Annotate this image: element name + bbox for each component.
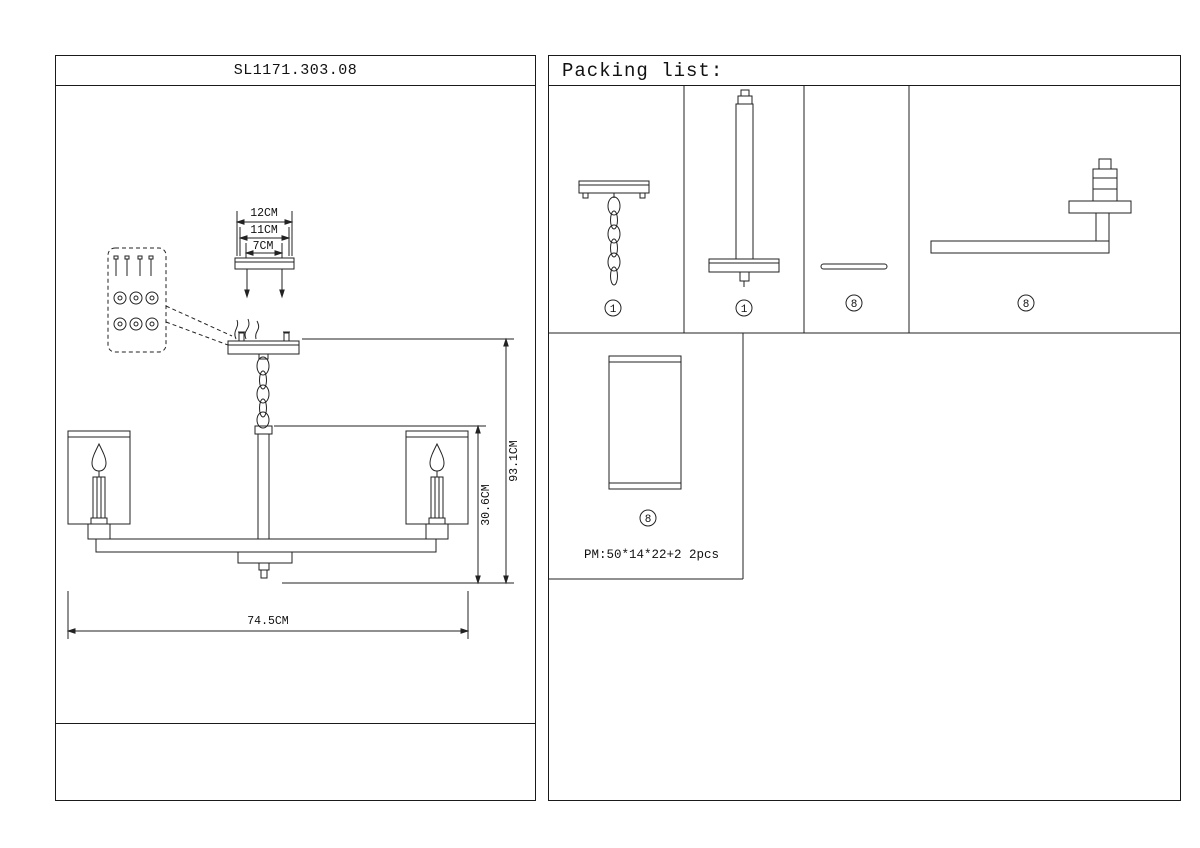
packing-qty-note: 2pcs bbox=[689, 548, 719, 562]
leader-lines bbox=[165, 305, 233, 346]
part-rod-canopy-drawing bbox=[708, 89, 780, 287]
part-4-label: 8 bbox=[1017, 294, 1035, 312]
part-1-label: 1 bbox=[604, 299, 622, 317]
dim-label-total-height: 93.1CM bbox=[508, 440, 521, 482]
left-lamp-drawing bbox=[67, 430, 131, 540]
packing-box-note: PM:50*14*22+2 bbox=[584, 548, 682, 562]
part-2-label: 1 bbox=[735, 299, 753, 317]
packing-grid bbox=[549, 86, 1180, 580]
arm-drawing bbox=[95, 538, 437, 579]
part-small-rod-drawing bbox=[820, 263, 888, 270]
part-5-label: 8 bbox=[639, 509, 657, 527]
part-2-number: 1 bbox=[741, 304, 748, 316]
part-1-number: 1 bbox=[610, 304, 617, 316]
canopy-drawing bbox=[227, 331, 300, 360]
model-number: SL1171.303.08 bbox=[56, 56, 535, 86]
part-arm-drawing bbox=[930, 158, 1132, 254]
dim-label-7cm: 7CM bbox=[253, 240, 274, 253]
dim-label-width: 74.5CM bbox=[247, 615, 289, 628]
packing-list-diagram: 1 1 8 bbox=[549, 86, 1180, 580]
right-lamp-drawing bbox=[405, 430, 469, 540]
hardware-kit-box bbox=[107, 247, 167, 353]
left-panel-footer-strip bbox=[56, 723, 535, 800]
dim-label-11cm: 11CM bbox=[250, 224, 278, 237]
packing-list-title: Packing list: bbox=[549, 56, 1180, 86]
bracket-dimensions: 12CM 11CM 7CM bbox=[235, 207, 294, 258]
part-3-number: 8 bbox=[851, 299, 858, 311]
part-4-number: 8 bbox=[1023, 299, 1030, 311]
drawing-panel: SL1171.303.08 12CM 11CM 7CM bbox=[55, 55, 536, 801]
installation-diagram: 12CM 11CM 7CM bbox=[66, 207, 521, 639]
part-3-label: 8 bbox=[845, 294, 863, 312]
dimension-annotations: 93.1CM 30.6CM 74.5CM bbox=[66, 337, 521, 639]
part-glass-shade-drawing bbox=[608, 355, 682, 490]
part-bracket-chain-drawing bbox=[578, 180, 650, 286]
dim-label-body-height: 30.6CM bbox=[480, 484, 493, 526]
packing-list-panel: Packing list: 1 bbox=[548, 55, 1181, 801]
chain-drawing bbox=[256, 356, 270, 429]
part-5-number: 8 bbox=[645, 514, 652, 526]
dim-label-12cm: 12CM bbox=[250, 207, 278, 220]
center-rod-drawing bbox=[254, 425, 273, 540]
ceiling-bracket-drawing bbox=[234, 257, 295, 299]
wires-drawing bbox=[234, 318, 260, 340]
